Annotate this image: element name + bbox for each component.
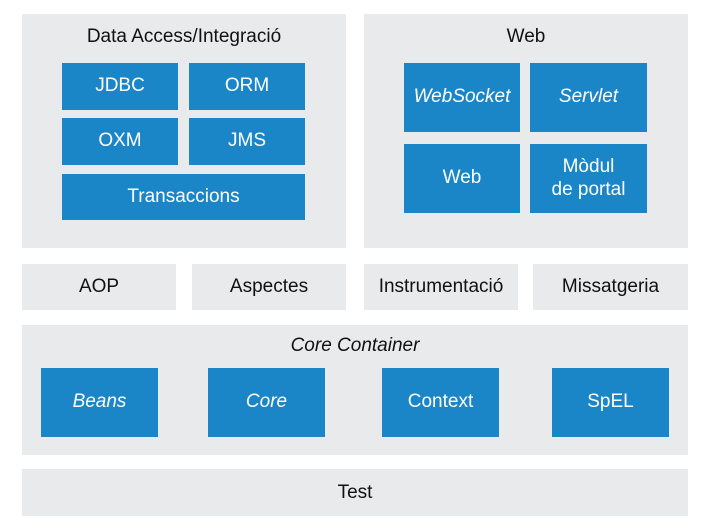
data-access-title: Data Access/Integració	[86, 26, 282, 47]
core-container-panel: Core Container Beans Core Context SpEL	[22, 325, 688, 455]
aspects-block: Aspectes	[192, 264, 346, 310]
module-spel: SpEL	[552, 368, 669, 437]
module-orm: ORM	[189, 63, 305, 110]
module-websocket: WebSocket	[404, 63, 520, 132]
data-access-panel: Data Access/Integració JDBC ORM OXM JMS …	[22, 14, 346, 248]
module-web: Web	[404, 144, 520, 213]
core-container-title: Core Container	[290, 335, 420, 356]
web-title: Web	[506, 26, 546, 47]
aop-block: AOP	[22, 264, 176, 310]
module-beans: Beans	[41, 368, 158, 437]
module-core: Core	[208, 368, 325, 437]
module-context: Context	[382, 368, 499, 437]
module-portlet: Mòdul de portal	[530, 144, 647, 213]
web-panel: Web WebSocket Servlet Web Mòdul de porta…	[364, 14, 688, 248]
module-transaccions: Transaccions	[62, 174, 305, 220]
module-jms: JMS	[189, 118, 305, 165]
messaging-block: Missatgeria	[533, 264, 688, 310]
module-jdbc: JDBC	[62, 63, 178, 110]
test-block: Test	[22, 469, 688, 516]
module-oxm: OXM	[62, 118, 178, 165]
instrumentation-block: Instrumentació	[364, 264, 518, 310]
module-servlet: Servlet	[530, 63, 647, 132]
